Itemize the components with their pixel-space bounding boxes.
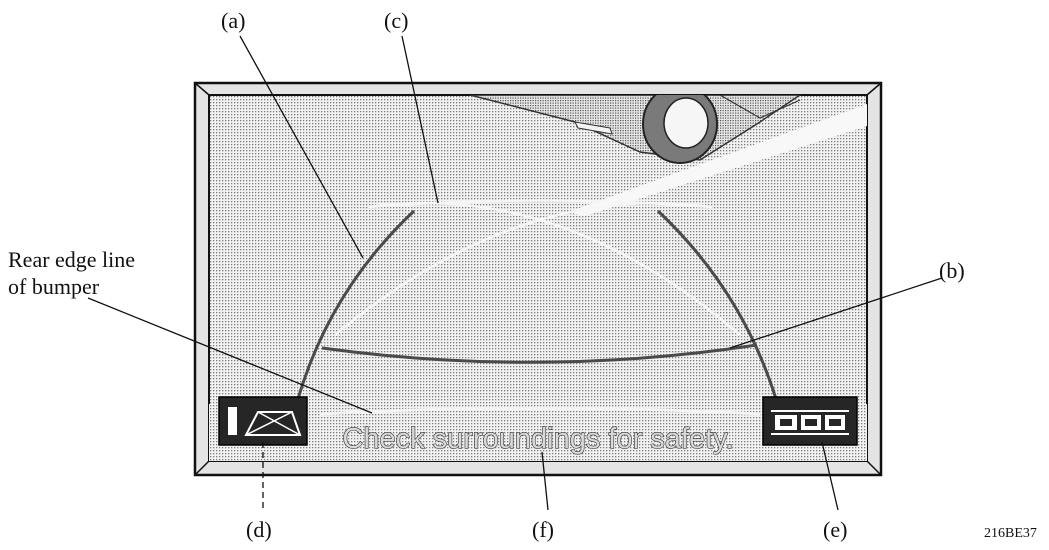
distance-guide-line <box>321 343 758 364</box>
road-stripe <box>568 104 867 216</box>
parked-car <box>469 95 802 164</box>
rear-edge-label-line1: Rear edge line <box>8 247 136 272</box>
callout-e-label: (e) <box>823 517 848 542</box>
guide-line-mode-icon[interactable] <box>218 396 308 446</box>
callout-b-label: (b) <box>939 258 965 283</box>
bumper-edge-line <box>319 406 761 416</box>
vehicle-width-line-left <box>296 209 416 400</box>
callout-c-label: (c) <box>384 8 409 33</box>
callout-f-label: (f) <box>532 517 554 542</box>
safety-message: Check surroundings for safety. <box>342 423 733 455</box>
callout-leaders <box>87 35 943 511</box>
parking-mode-icon[interactable] <box>762 396 858 446</box>
bumper-edge-band <box>209 399 867 461</box>
camera-screen: Check surroundings for safety. <box>208 94 868 462</box>
callout-d-label: (d) <box>246 517 272 542</box>
vehicle-width-line-right <box>656 209 778 400</box>
callout-a-label: (a) <box>221 8 246 33</box>
course-line-arc <box>367 199 713 209</box>
rear-edge-label-line2: of bumper <box>8 274 100 299</box>
figure-code: 216BE37 <box>984 526 1037 541</box>
